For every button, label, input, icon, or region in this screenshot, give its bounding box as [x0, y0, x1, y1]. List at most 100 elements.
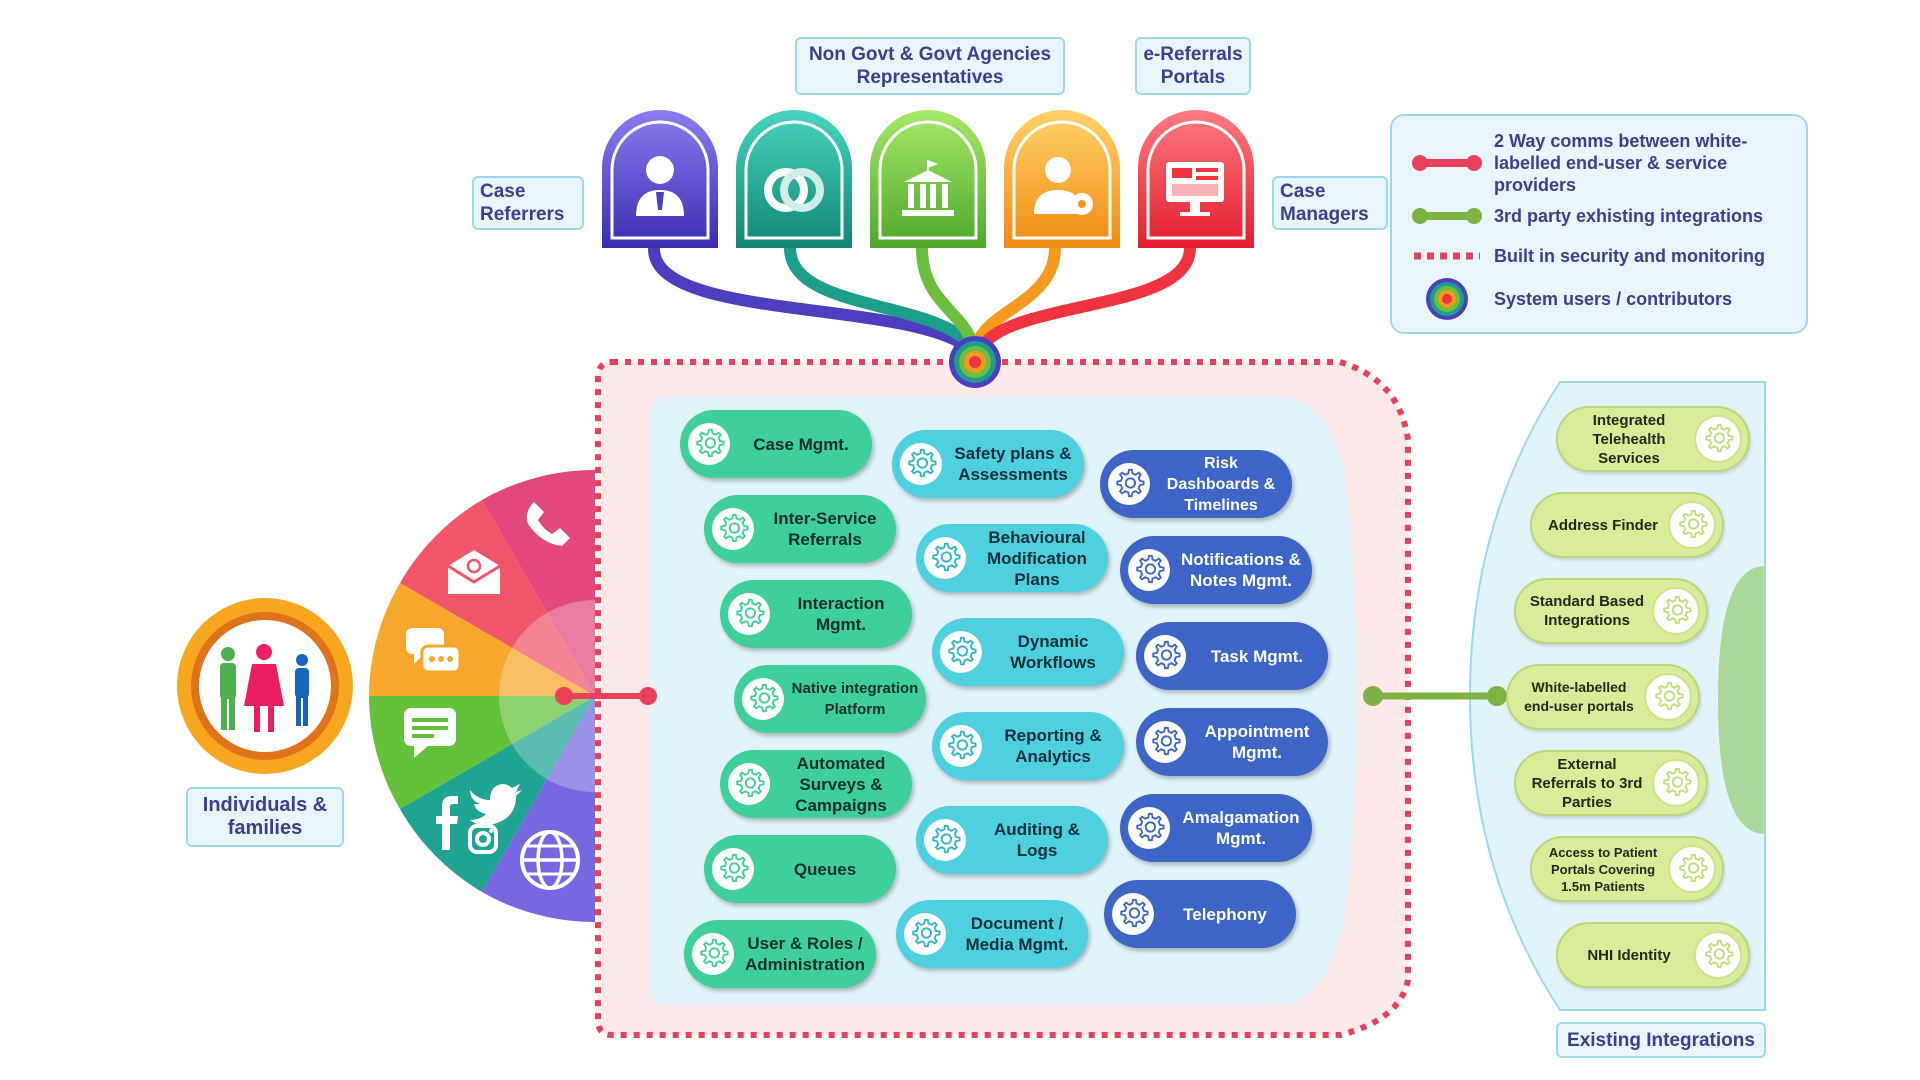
module-telephony[interactable]: Telephony	[1104, 880, 1296, 948]
module-label: Queues	[793, 859, 857, 879]
top-connectors	[647, 242, 1196, 352]
integration-white-labelled-portals[interactable]: White-labelled end-user portals	[1506, 664, 1700, 730]
gear-icon	[1668, 501, 1716, 549]
integration-label: Access to Patient Portals Covering 1.5m …	[1548, 844, 1658, 894]
module-label: Behavioural Modification Plans	[986, 527, 1088, 589]
module-label: Appointment Mgmt.	[1204, 722, 1310, 762]
dashboard-icon	[1166, 162, 1224, 216]
module-label: Dynamic Workflows	[1010, 632, 1096, 672]
module-amalgamation-mgmt[interactable]: Amalgamation Mgmt.	[1120, 794, 1312, 862]
module-risk-dashboards[interactable]: Risk Dashboards & Timelines	[1100, 450, 1292, 518]
module-case-mgmt[interactable]: Case Mgmt.	[680, 410, 872, 478]
legend-row-system-users: System users / contributors	[1392, 276, 1806, 322]
integration-patient-portals[interactable]: Access to Patient Portals Covering 1.5m …	[1530, 836, 1724, 902]
module-appointment-mgmt[interactable]: Appointment Mgmt.	[1136, 708, 1328, 776]
gear-icon	[712, 848, 754, 890]
gear-icon	[900, 443, 942, 485]
gear-icon	[1694, 415, 1742, 463]
module-label: Automated Surveys & Campaigns	[795, 753, 887, 815]
module-label: Telephony	[1183, 904, 1267, 924]
gear-icon	[1108, 463, 1150, 505]
chat-icon	[406, 628, 462, 674]
gear-icon	[1128, 549, 1170, 591]
module-document-media[interactable]: Document / Media Mgmt.	[896, 900, 1088, 968]
email-icon	[447, 550, 501, 594]
integration-label: Address Finder	[1547, 516, 1659, 534]
module-label: Document / Media Mgmt.	[965, 914, 1069, 954]
gear-icon	[728, 763, 770, 805]
top-capsules	[602, 110, 1254, 248]
gear-icon	[1144, 721, 1186, 763]
gear-icon	[940, 725, 982, 767]
agencies-label: Non Govt & Govt Agencies Representatives	[795, 37, 1065, 95]
two-way-line-icon	[1412, 155, 1482, 171]
family-icon	[220, 644, 309, 732]
integration-external-referrals[interactable]: External Referrals to 3rd Parties	[1514, 750, 1708, 816]
side-connectors	[555, 686, 1507, 706]
gear-icon	[692, 933, 734, 975]
module-auditing-logs[interactable]: Auditing & Logs	[916, 806, 1108, 874]
circles-icon	[764, 168, 824, 212]
module-native-integration-platform[interactable]: Native integration Platform	[734, 665, 926, 733]
module-behavioural-modification[interactable]: Behavioural Modification Plans	[916, 524, 1108, 592]
module-task-mgmt[interactable]: Task Mgmt.	[1136, 622, 1328, 690]
case-managers-label: Case Managers	[1272, 176, 1388, 230]
module-dynamic-workflows[interactable]: Dynamic Workflows	[932, 618, 1124, 686]
legend-two-way-text: 2 Way comms between white-labelled end-u…	[1494, 131, 1748, 195]
module-inter-service-referrals[interactable]: Inter-Service Referrals	[704, 495, 896, 563]
message-icon	[404, 708, 456, 758]
module-label: Interaction Mgmt.	[797, 594, 885, 634]
module-label: User & Roles / Administration	[745, 934, 865, 974]
integration-label: NHI Identity	[1587, 946, 1671, 964]
module-label: Risk Dashboards & Timelines	[1166, 454, 1276, 514]
module-user-roles-admin[interactable]: User & Roles / Administration	[684, 920, 876, 988]
module-notifications-notes[interactable]: Notifications & Notes Mgmt.	[1120, 536, 1312, 604]
module-label: Native integration Platform	[791, 680, 919, 718]
integration-address-finder[interactable]: Address Finder	[1530, 492, 1724, 558]
gear-icon	[904, 913, 946, 955]
integration-label: External Referrals to 3rd Parties	[1531, 755, 1643, 811]
phone-icon	[526, 502, 570, 546]
ereferrals-label: e-Referrals Portals	[1135, 37, 1251, 95]
social-media-icon	[436, 784, 522, 854]
government-building-icon	[902, 160, 954, 216]
gear-icon	[1652, 759, 1700, 807]
integration-telehealth[interactable]: Integrated Telehealth Services	[1556, 406, 1750, 472]
module-queues[interactable]: Queues	[704, 835, 896, 903]
globe-icon	[520, 830, 580, 890]
integration-nhi-identity[interactable]: NHI Identity	[1556, 922, 1750, 988]
gear-icon	[1644, 673, 1692, 721]
gear-icon	[1668, 845, 1716, 893]
module-label: Task Mgmt.	[1210, 646, 1304, 666]
legend-row-two-way: 2 Way comms between white-labelled end-u…	[1392, 131, 1806, 195]
module-label: Amalgamation Mgmt.	[1182, 808, 1300, 848]
target-icon	[1426, 278, 1468, 320]
module-interaction-mgmt[interactable]: Interaction Mgmt.	[720, 580, 912, 648]
integration-label: Integrated Telehealth Services	[1592, 411, 1666, 467]
module-label: Safety plans & Assessments	[954, 444, 1072, 484]
gear-icon	[712, 508, 754, 550]
system-hub-target	[949, 336, 1001, 388]
gear-icon	[728, 593, 770, 635]
gear-icon	[742, 678, 784, 720]
integration-label: Standard Based Integrations	[1529, 593, 1645, 629]
gear-icon	[688, 423, 730, 465]
module-reporting-analytics[interactable]: Reporting & Analytics	[932, 712, 1124, 780]
gear-icon	[1144, 635, 1186, 677]
legend-security-text: Built in security and monitoring	[1494, 246, 1766, 266]
integration-label: White-labelled end-user portals	[1524, 679, 1634, 714]
legend-third-party-text: 3rd party exhisting integrations	[1494, 206, 1764, 226]
legend-system-users-text: System users / contributors	[1494, 289, 1733, 309]
module-label: Case Mgmt.	[753, 434, 849, 454]
security-dotted-line-icon	[1414, 252, 1480, 260]
integration-standard-based[interactable]: Standard Based Integrations	[1514, 578, 1708, 644]
gear-icon	[1694, 931, 1742, 979]
gear-icon	[924, 537, 966, 579]
module-label: Notifications & Notes Mgmt.	[1181, 550, 1301, 590]
gear-icon	[940, 631, 982, 673]
existing-integrations-label: Existing Integrations	[1556, 1022, 1766, 1058]
module-automated-surveys[interactable]: Automated Surveys & Campaigns	[720, 750, 912, 818]
module-label: Reporting & Analytics	[1004, 726, 1102, 766]
module-safety-plans[interactable]: Safety plans & Assessments	[892, 430, 1084, 498]
